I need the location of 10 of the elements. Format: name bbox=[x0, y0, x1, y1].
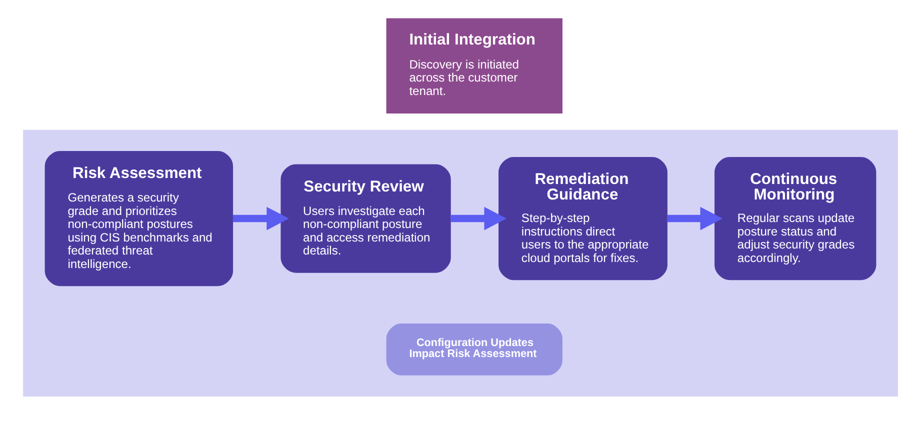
node-box: Configuration Updates Impact Risk Assessment bbox=[386, 324, 562, 376]
cluster bbox=[23, 130, 898, 397]
arrow bbox=[232, 206, 289, 230]
node-box: Security Review Users investigate each non-compliant posture and access remediation details. bbox=[280, 164, 451, 273]
node-box: Remediation Guidance Step-by-step instructions direct users to the appropriate cloud portals for fixes. bbox=[498, 157, 668, 280]
node-box: Risk Assessment Generates a security grade and prioritizes non-compliant postures using CIS benchmarks and federated threat intelligence. bbox=[44, 150, 234, 286]
arrow bbox=[667, 206, 723, 230]
node-box: Initial Integration Discovery is initiated across the customer tenant. bbox=[386, 18, 562, 114]
node-box: Continuous Monitoring Regular scans update posture status and adjust security grades accordingly. bbox=[714, 157, 876, 280]
arrow bbox=[450, 206, 506, 230]
